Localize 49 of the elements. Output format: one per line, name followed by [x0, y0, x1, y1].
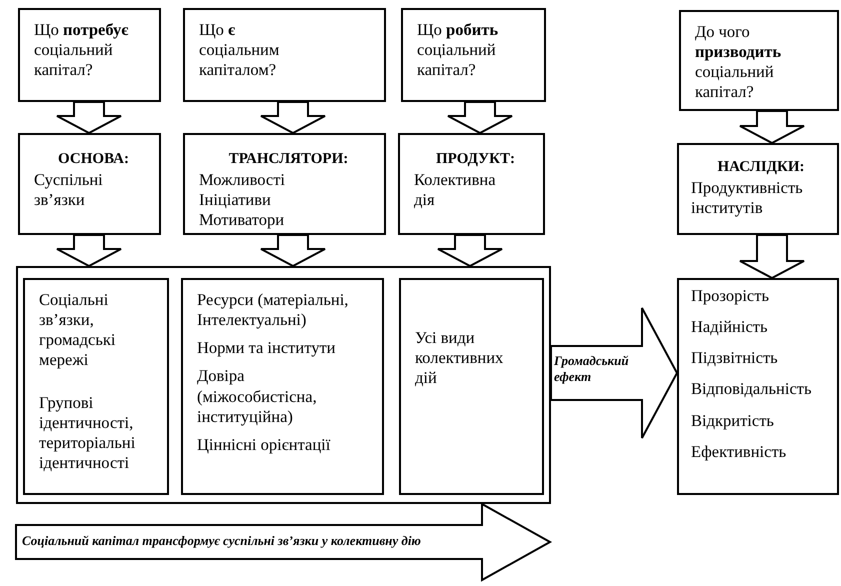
- text-box: [183, 8, 386, 102]
- text-box: [677, 143, 839, 235]
- box-text: Відповідальність: [691, 379, 813, 400]
- box-text: Що є соціальним капіталом?: [199, 20, 280, 80]
- box-text: Підзвітність: [691, 348, 779, 368]
- box-text: Колективна дія: [414, 170, 497, 210]
- text-box: [679, 10, 839, 111]
- block-arrow: [260, 234, 326, 268]
- text-box: [181, 278, 384, 495]
- block-arrow: [739, 110, 805, 144]
- text-box: [401, 8, 546, 102]
- block-arrow: [56, 101, 122, 134]
- box-text: Мотиватори: [199, 210, 286, 230]
- box-text: Продуктивність інститутів: [691, 178, 804, 218]
- box-text: До чого призводить соціальний капітал?: [695, 22, 782, 102]
- box-text: Надійність: [691, 317, 769, 338]
- block-arrow: [260, 101, 326, 134]
- arrow-caption: Соціальний капітал трансформує суспільні зв’язки у колективну дію: [22, 533, 421, 549]
- box-text: Соціальні зв’язки, громадські мережі: [39, 290, 116, 370]
- group-frame: [16, 266, 551, 504]
- box-text: Ефективність: [691, 442, 788, 462]
- text-box: [23, 278, 169, 495]
- box-text: Суспільні зв’язки: [34, 170, 104, 210]
- block-arrow: [437, 234, 503, 268]
- box-text: Ініціативи: [199, 190, 272, 210]
- box-text: Групові ідентичності, територіальні ідентичності: [39, 392, 136, 473]
- box-heading: ТРАНСЛЯТОРИ:: [228, 150, 350, 169]
- box-text: Усі види колективних дій: [415, 328, 504, 388]
- block-arrow: [56, 234, 122, 268]
- text-box: [398, 133, 545, 235]
- text-box: [18, 8, 161, 102]
- text-box: [399, 278, 544, 495]
- text-box: [183, 133, 386, 235]
- box-text: Ціннісні орієнтації: [197, 434, 332, 455]
- box-text: Довіра (міжособистісна, інституційна): [197, 366, 318, 427]
- box-text: Що робить соціальний капітал?: [417, 20, 500, 80]
- box-heading: ПРОДУКТ:: [434, 150, 516, 169]
- box-heading: ОСНОВА:: [57, 150, 130, 169]
- box-text: Можливості: [199, 170, 286, 190]
- box-text: Ресурси (матеріальні, Інтелектуальні): [197, 290, 350, 330]
- box-text: Що потребує соціальний капітал?: [34, 20, 130, 80]
- block-arrow: [447, 101, 513, 134]
- block-arrow: [739, 234, 805, 280]
- text-box: [18, 133, 161, 235]
- box-heading: НАСЛІДКИ:: [716, 158, 806, 177]
- box-text: Прозорість: [691, 286, 770, 306]
- box-text: Відкритість: [691, 410, 775, 431]
- box-text: Норми та інститути: [197, 338, 336, 358]
- text-box: [677, 278, 839, 495]
